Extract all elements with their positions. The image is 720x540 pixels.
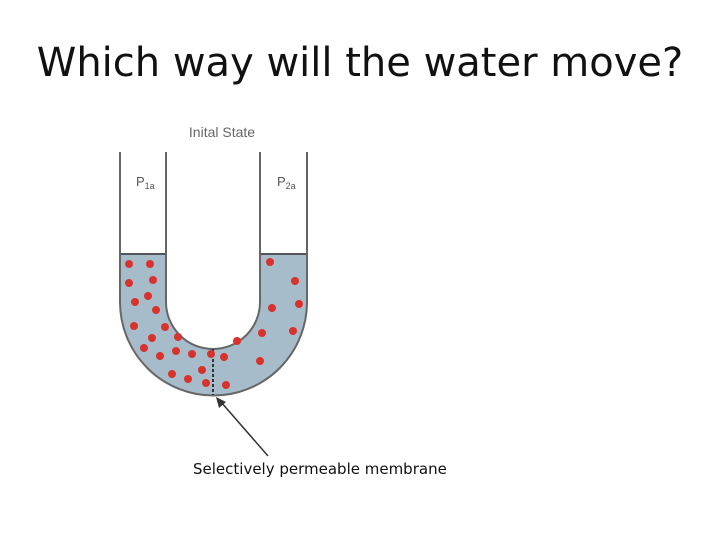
state-label: Inital State — [189, 124, 255, 140]
u-tube-inner-wall — [165, 152, 261, 350]
solute-particle — [156, 352, 164, 360]
left-pressure-sub: 1a — [145, 181, 155, 191]
solute-particle — [172, 347, 180, 355]
arrow-head-icon — [216, 397, 226, 408]
solute-particle — [268, 304, 276, 312]
solute-particle — [161, 323, 169, 331]
right-pressure-sub: 2a — [286, 181, 296, 191]
left-pressure-main: P — [136, 174, 145, 189]
solute-particle — [125, 279, 133, 287]
solute-particle — [188, 350, 196, 358]
solute-particle — [256, 357, 264, 365]
solute-particle — [140, 344, 148, 352]
solute-particle — [291, 277, 299, 285]
solute-particle — [295, 300, 303, 308]
left-solute-particles — [125, 260, 215, 387]
solute-particle — [174, 333, 182, 341]
right-pressure-label: P2a — [277, 174, 296, 191]
membrane-pointer-arrow — [220, 401, 269, 457]
right-solute-particles — [220, 258, 303, 389]
solute-particle — [130, 322, 138, 330]
solute-particle — [149, 276, 157, 284]
solute-particle — [144, 292, 152, 300]
solute-particle — [207, 350, 215, 358]
solute-particle — [198, 366, 206, 374]
solute-particle — [168, 370, 176, 378]
right-pressure-main: P — [277, 174, 286, 189]
solute-particle — [289, 327, 297, 335]
solute-particle — [131, 298, 139, 306]
left-pressure-label: P1a — [136, 174, 155, 191]
solute-particle — [184, 375, 192, 383]
u-tube-outer-wall — [119, 152, 308, 397]
solute-particle — [222, 381, 230, 389]
solute-particle — [258, 329, 266, 337]
solute-particle — [125, 260, 133, 268]
solute-particle — [220, 353, 228, 361]
solute-particle — [202, 379, 210, 387]
slide-title: Which way will the water move? — [36, 40, 684, 86]
solute-particle — [233, 337, 241, 345]
solute-particle — [148, 334, 156, 342]
membrane-caption: Selectively permeable membrane — [193, 460, 447, 478]
solute-particle — [266, 258, 274, 266]
solute-particle — [146, 260, 154, 268]
solute-particle — [152, 306, 160, 314]
